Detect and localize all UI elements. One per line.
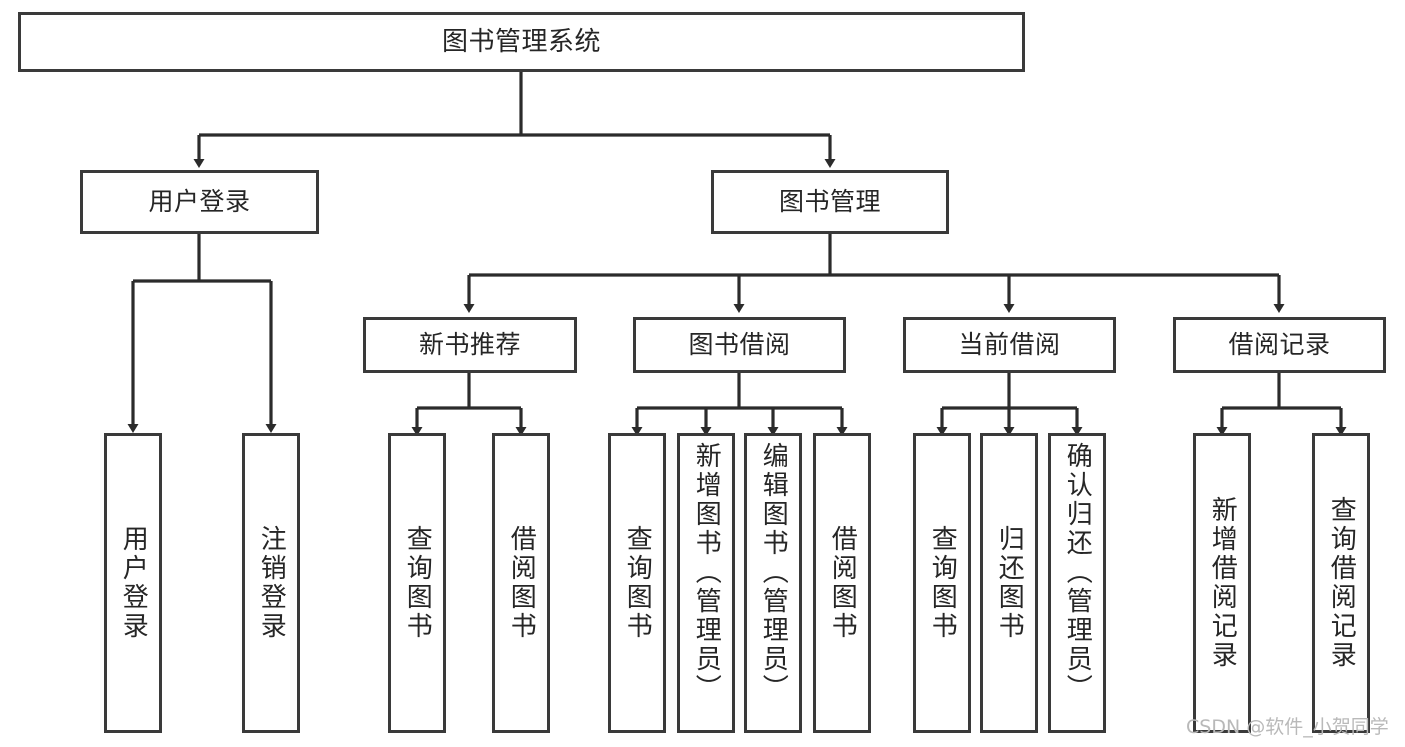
node-user-login[interactable]: 用户登录 <box>80 170 319 234</box>
node-label: 图书管理 <box>778 187 881 217</box>
node-label: 新增图书（管理员） <box>691 442 722 703</box>
node-label: 用户登录 <box>148 187 251 217</box>
node-label: 新增借阅记录 <box>1207 496 1238 670</box>
node-label: 查询图书 <box>622 525 653 641</box>
node-current-borrow[interactable]: 当前借阅 <box>903 317 1116 373</box>
node-label: 查询借阅记录 <box>1326 496 1357 670</box>
node-label: 查询图书 <box>927 525 958 641</box>
node-leaf-query-book-1[interactable]: 查询图书 <box>388 433 446 733</box>
node-label: 注销登录 <box>256 525 287 641</box>
node-leaf-edit-book[interactable]: 编辑图书（管理员） <box>744 433 802 733</box>
node-label: 确认归还（管理员） <box>1062 442 1093 703</box>
node-label: 新书推荐 <box>418 330 521 360</box>
node-leaf-confirm-return[interactable]: 确认归还（管理员） <box>1048 433 1106 733</box>
node-label: 借阅图书 <box>506 525 537 641</box>
node-label: 图书借阅 <box>688 330 791 360</box>
node-book-borrow[interactable]: 图书借阅 <box>633 317 846 373</box>
node-new-book-recommend[interactable]: 新书推荐 <box>363 317 577 373</box>
node-leaf-return-book[interactable]: 归还图书 <box>980 433 1038 733</box>
node-label: 借阅记录 <box>1228 330 1331 360</box>
node-label: 归还图书 <box>994 525 1025 641</box>
node-leaf-query-record[interactable]: 查询借阅记录 <box>1312 433 1370 733</box>
node-book-management[interactable]: 图书管理 <box>711 170 949 234</box>
node-label: 编辑图书（管理员） <box>758 442 789 703</box>
node-leaf-logout-login[interactable]: 注销登录 <box>242 433 300 733</box>
node-leaf-add-book[interactable]: 新增图书（管理员） <box>677 433 735 733</box>
node-label: 查询图书 <box>402 525 433 641</box>
node-label: 用户登录 <box>118 525 149 641</box>
node-leaf-query-book-2[interactable]: 查询图书 <box>608 433 666 733</box>
node-leaf-add-record[interactable]: 新增借阅记录 <box>1193 433 1251 733</box>
node-label: 当前借阅 <box>958 330 1061 360</box>
node-label: 图书管理系统 <box>441 26 601 57</box>
node-leaf-user-login[interactable]: 用户登录 <box>104 433 162 733</box>
node-leaf-borrow-book-2[interactable]: 借阅图书 <box>813 433 871 733</box>
node-label: 借阅图书 <box>827 525 858 641</box>
node-leaf-borrow-book-1[interactable]: 借阅图书 <box>492 433 550 733</box>
watermark-text: CSDN @软件_小贺同学 <box>1186 716 1389 738</box>
node-leaf-query-book-3[interactable]: 查询图书 <box>913 433 971 733</box>
node-root-system[interactable]: 图书管理系统 <box>18 12 1025 72</box>
node-borrow-record[interactable]: 借阅记录 <box>1173 317 1386 373</box>
